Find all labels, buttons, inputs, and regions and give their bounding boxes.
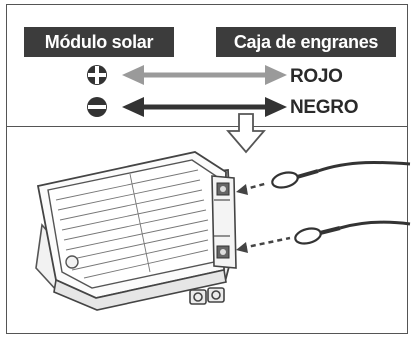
minus-circle-icon (87, 97, 107, 117)
section-divider (6, 126, 408, 127)
black-wire-arrow (122, 97, 287, 117)
gearbox-label: Caja de engranes (216, 27, 396, 57)
solar-module-label: Módulo solar (24, 27, 174, 57)
red-wire-arrow (122, 65, 287, 85)
red-wire-connection (236, 160, 411, 195)
down-arrow-icon (226, 113, 266, 154)
red-wire-label: ROJO (290, 66, 343, 87)
diagram-frame (6, 4, 408, 334)
black-wire-connection (236, 220, 411, 253)
black-wire-label: NEGRO (290, 97, 359, 118)
solar-module-illustration (35, 151, 237, 311)
plus-circle-icon (87, 65, 107, 85)
